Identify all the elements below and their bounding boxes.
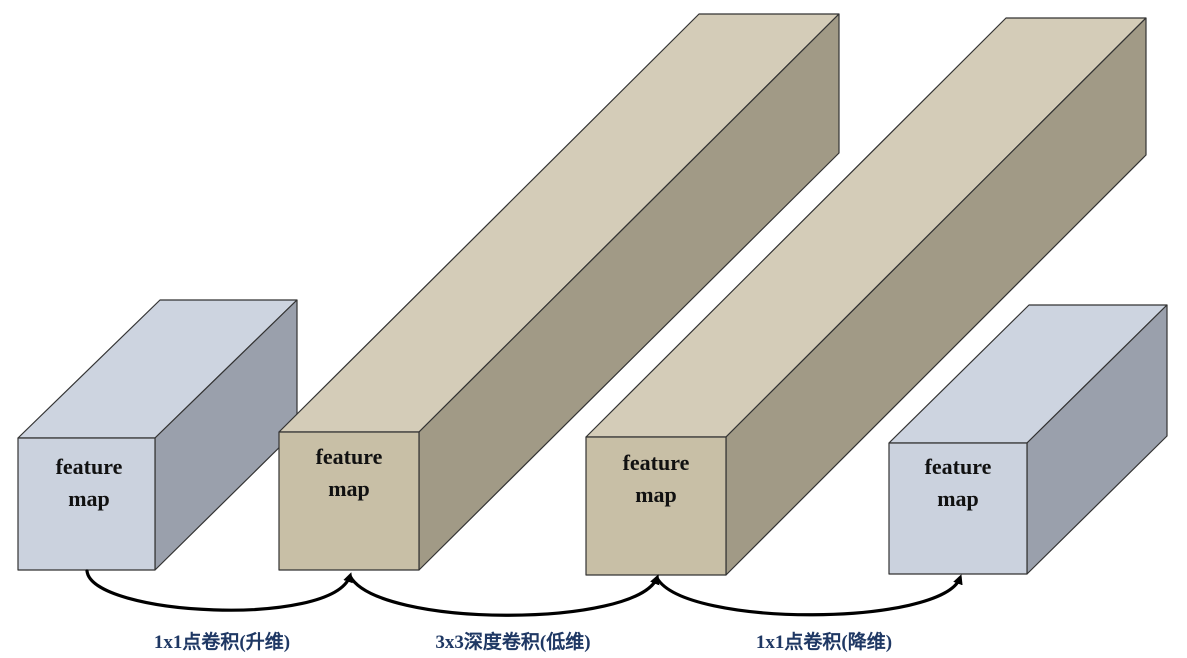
operation-2-arrow [348, 574, 660, 617]
block-2-label-line2: map [328, 476, 370, 501]
block-1-front-face [17, 437, 156, 571]
operation-2-label: 3x3深度卷积(低维) [435, 630, 590, 653]
block-2-label-line1: feature [316, 444, 383, 469]
operation-1-arrow [85, 569, 353, 612]
block-1-label-line2: map [68, 486, 110, 511]
operation-3-arrow [655, 574, 963, 617]
block-1-label-line1: feature [56, 454, 123, 479]
feature-map-block-4: feature map [888, 304, 1168, 575]
block-3-label-line1: feature [623, 450, 690, 475]
operation-3-label: 1x1点卷积(降维) [756, 630, 892, 653]
operation-1-label: 1x1点卷积(升维) [154, 630, 290, 653]
block-3-front-face [585, 436, 727, 576]
block-4-label-line1: feature [925, 454, 992, 479]
feature-map-block-1: feature map [17, 299, 298, 571]
block-3-label-line2: map [635, 482, 677, 507]
block-4-label-line2: map [937, 486, 979, 511]
block-2-front-face [278, 431, 420, 571]
feature-map-block-3: feature map [585, 17, 1147, 576]
feature-map-block-2: feature map [278, 13, 840, 571]
block-4-front-face [888, 442, 1028, 575]
